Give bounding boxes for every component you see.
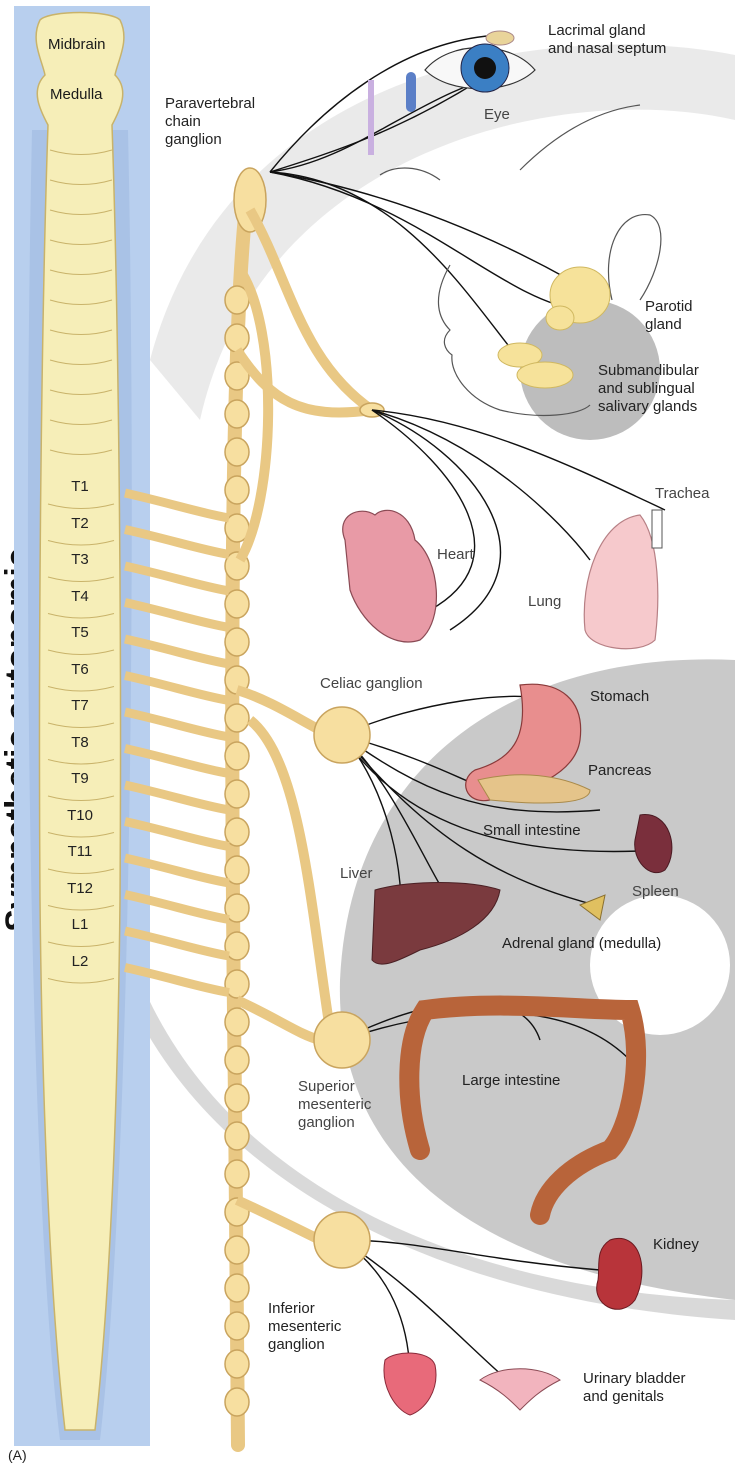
segment-label-t6: T6: [50, 661, 110, 678]
segment-label-t12: T12: [50, 880, 110, 897]
lung-illustration: [584, 510, 662, 649]
label-superior-mesenteric-3: ganglion: [298, 1114, 355, 1132]
label-large-intestine: Large intestine: [462, 1072, 560, 1090]
label-submandibular-1: Submandibular: [598, 362, 699, 380]
segment-label-t11: T11: [50, 843, 110, 860]
label-liver: Liver: [340, 865, 373, 883]
chain-ganglion: [225, 438, 249, 466]
chain-ganglion: [225, 628, 249, 656]
label-midbrain: Midbrain: [48, 36, 106, 54]
label-inferior-mesenteric-2: mesenteric: [268, 1318, 341, 1336]
label-paravertebral-1: Paravertebral: [165, 95, 255, 113]
superior-mesenteric-ganglion: [314, 1012, 370, 1068]
chain-ganglion: [225, 1084, 249, 1112]
label-spleen: Spleen: [632, 883, 679, 901]
chain-ganglion: [225, 400, 249, 428]
label-parotid-1: Parotid: [645, 298, 693, 316]
label-trachea: Trachea: [655, 485, 709, 503]
chain-ganglion: [225, 780, 249, 808]
segment-label-t1: T1: [50, 478, 110, 495]
chain-ganglion: [225, 1388, 249, 1416]
chain-ganglion: [225, 1160, 249, 1188]
label-adrenal: Adrenal gland (medulla): [502, 935, 661, 953]
label-paravertebral-2: chain: [165, 113, 201, 131]
label-parotid-2: gland: [645, 316, 682, 334]
celiac-ganglion: [314, 707, 370, 763]
label-bladder-1: Urinary bladder: [583, 1370, 686, 1388]
segment-label-t9: T9: [50, 770, 110, 787]
label-kidney: Kidney: [653, 1236, 699, 1254]
segment-label-l1: L1: [50, 916, 110, 933]
segment-label-t7: T7: [50, 697, 110, 714]
label-lacrimal-2: and nasal septum: [548, 40, 666, 58]
label-submandibular-2: and sublingual: [598, 380, 695, 398]
splanchnic-nerve: [250, 720, 330, 1030]
segment-label-t8: T8: [50, 734, 110, 751]
segment-label-t3: T3: [50, 551, 110, 568]
chain-ganglion: [225, 1122, 249, 1150]
label-lacrimal-1: Lacrimal gland: [548, 22, 646, 40]
label-stomach: Stomach: [590, 688, 649, 706]
chain-ganglion: [225, 590, 249, 618]
label-heart: Heart: [437, 546, 474, 564]
chain-ganglion: [225, 476, 249, 504]
segment-label-t10: T10: [50, 807, 110, 824]
label-submandibular-3: salivary glands: [598, 398, 697, 416]
label-superior-mesenteric-2: mesenteric: [298, 1096, 371, 1114]
segment-label-t5: T5: [50, 624, 110, 641]
chain-ganglion: [225, 1312, 249, 1340]
label-lung: Lung: [528, 593, 561, 611]
chain-ganglion: [225, 1046, 249, 1074]
label-eye: Eye: [484, 106, 510, 124]
heart-illustration: [343, 510, 437, 642]
spinal-cord: [14, 6, 150, 1446]
label-celiac-ganglion: Celiac ganglion: [320, 675, 423, 693]
label-pancreas: Pancreas: [588, 762, 651, 780]
label-medulla: Medulla: [50, 86, 103, 104]
label-inferior-mesenteric-1: Inferior: [268, 1300, 315, 1318]
splanchnic-nerve: [237, 1200, 320, 1240]
label-small-intestine: Small intestine: [483, 822, 581, 840]
chain-ganglion: [225, 818, 249, 846]
chain-ganglion: [225, 1236, 249, 1264]
kidney-illustration: [597, 1238, 642, 1309]
chain-ganglion: [225, 324, 249, 352]
chain-ganglion: [225, 1008, 249, 1036]
segment-label-l2: L2: [50, 953, 110, 970]
splanchnic-nerve: [237, 350, 372, 413]
chain-ganglion: [225, 704, 249, 732]
segment-label-t2: T2: [50, 515, 110, 532]
bladder-illustration: [384, 1353, 560, 1415]
label-superior-mesenteric-1: Superior: [298, 1078, 355, 1096]
panel-label: (A): [8, 1446, 27, 1464]
label-paravertebral-3: ganglion: [165, 131, 222, 149]
segment-label-t4: T4: [50, 588, 110, 605]
label-bladder-2: and genitals: [583, 1388, 664, 1406]
chain-ganglion: [225, 1350, 249, 1378]
inferior-mesenteric-ganglion: [314, 1212, 370, 1268]
chain-ganglion: [225, 1274, 249, 1302]
chain-ganglion: [225, 742, 249, 770]
label-inferior-mesenteric-3: ganglion: [268, 1336, 325, 1354]
